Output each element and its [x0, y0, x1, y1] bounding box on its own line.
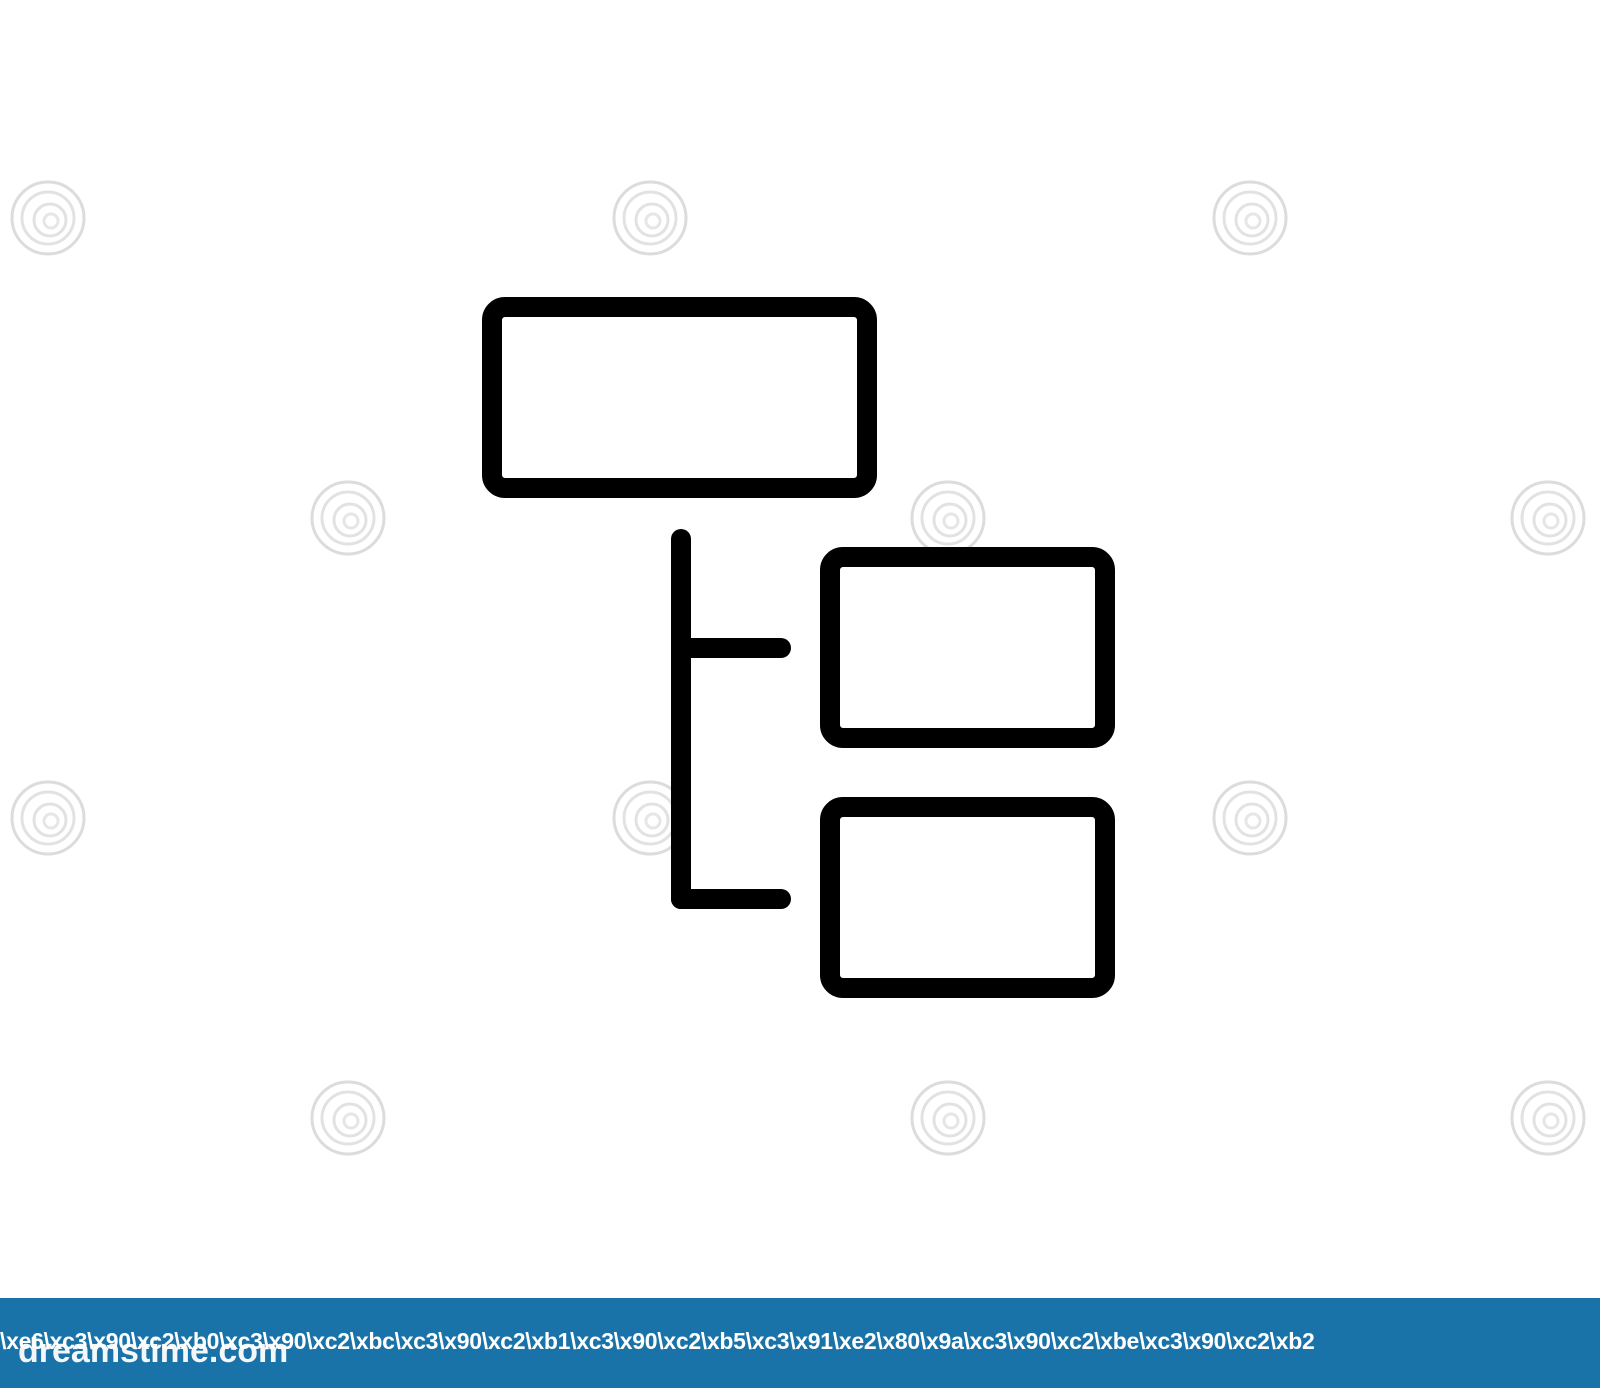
image-canvas: [10, 180, 1586, 1156]
parent-box: [482, 297, 877, 498]
footer-bar: dreamstime.com \xe6\xc3\x90\xc2\xb0\xc3\…: [0, 1298, 1600, 1388]
footer-caption: \xe6\xc3\x90\xc2\xb0\xc3\x90\xc2\xbc\xc3…: [0, 1328, 1315, 1354]
child-box-2: [820, 797, 1115, 998]
hierarchy-tree-icon: [482, 297, 1115, 998]
footer-logo: dreamstime.com: [18, 1332, 289, 1370]
child-box-1: [820, 547, 1115, 748]
